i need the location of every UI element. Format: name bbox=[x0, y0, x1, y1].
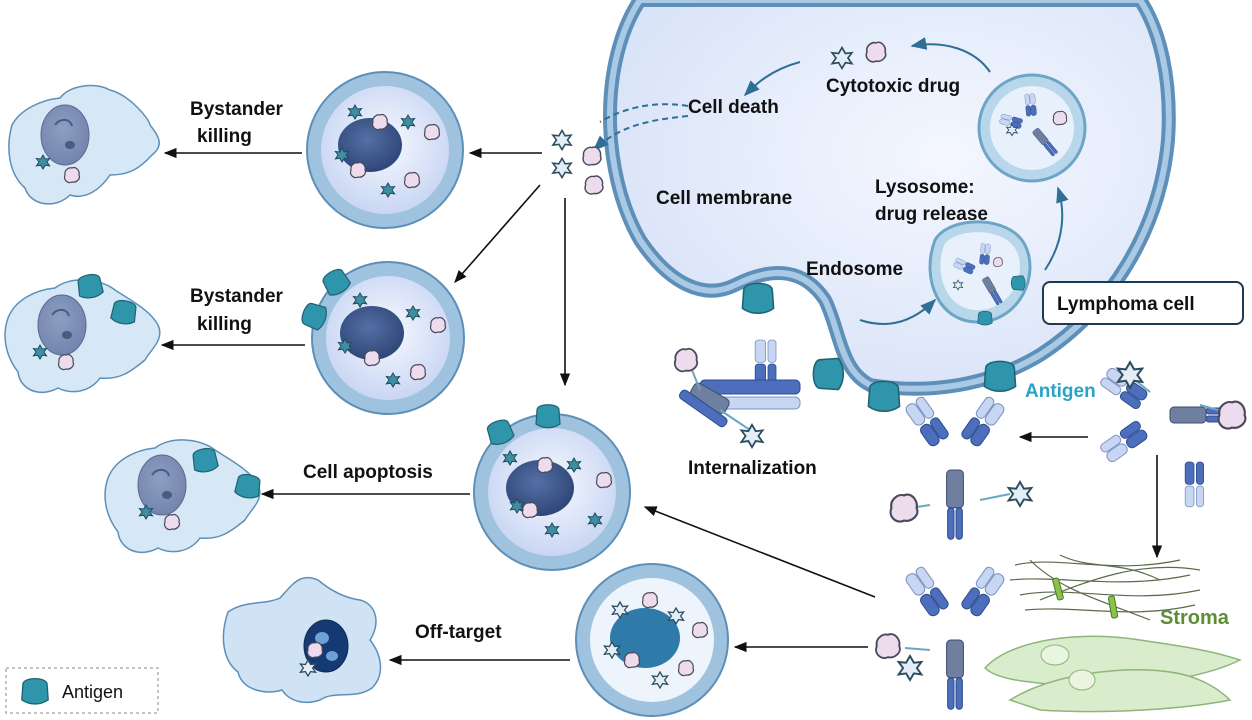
label-lymphoma-cell: Lymphoma cell bbox=[1057, 294, 1195, 315]
legend-antigen-label: Antigen bbox=[62, 682, 123, 702]
tumor-cell-3 bbox=[473, 404, 631, 571]
label-stroma: Stroma bbox=[1160, 607, 1230, 629]
label-endosome: Endosome bbox=[806, 259, 903, 280]
membrane-antibody-center bbox=[867, 360, 1033, 540]
lymphoma-cell-label-box: Lymphoma cell bbox=[1042, 281, 1244, 325]
tumor-cell-1 bbox=[306, 71, 464, 229]
dying-cell-4 bbox=[222, 576, 382, 703]
tumor-cell-4 bbox=[575, 563, 729, 717]
bound-antibody-left bbox=[741, 282, 777, 387]
process-arrows bbox=[160, 147, 1163, 666]
label-antigen: Antigen bbox=[1025, 381, 1096, 402]
label-internalization: Internalization bbox=[688, 458, 817, 479]
tumor-cell-2 bbox=[298, 261, 465, 415]
endosome bbox=[928, 220, 1032, 326]
off-target-antibody bbox=[875, 565, 1007, 710]
dying-cell-2 bbox=[4, 272, 161, 393]
antigen-legend-icon bbox=[21, 677, 49, 705]
lysosome bbox=[977, 73, 1087, 183]
free-antibody bbox=[1098, 361, 1247, 508]
internalizing-antibody bbox=[673, 347, 845, 449]
label-cell-membrane: Cell membrane bbox=[656, 188, 792, 209]
released-payloads bbox=[552, 129, 604, 195]
label-bystander-mid-1: Bystander bbox=[190, 286, 284, 307]
intracellular-arrows bbox=[592, 37, 1069, 325]
label-bystander-top-1: Bystander bbox=[190, 99, 284, 120]
label-cell-apoptosis: Cell apoptosis bbox=[303, 462, 433, 483]
dying-cell-3 bbox=[104, 439, 263, 553]
label-off-target: Off-target bbox=[415, 622, 502, 643]
label-cell-death: Cell death bbox=[688, 97, 779, 118]
legend: Antigen bbox=[5, 667, 159, 714]
label-cytotoxic-drug: Cytotoxic drug bbox=[826, 76, 960, 97]
dying-cell-1 bbox=[8, 84, 160, 205]
stroma bbox=[983, 554, 1242, 713]
label-lysosome-1: Lysosome: bbox=[875, 177, 975, 198]
label-lysosome-2: drug release bbox=[875, 204, 988, 225]
label-bystander-top-2: killing bbox=[197, 126, 252, 147]
label-bystander-mid-2: killing bbox=[197, 314, 252, 335]
